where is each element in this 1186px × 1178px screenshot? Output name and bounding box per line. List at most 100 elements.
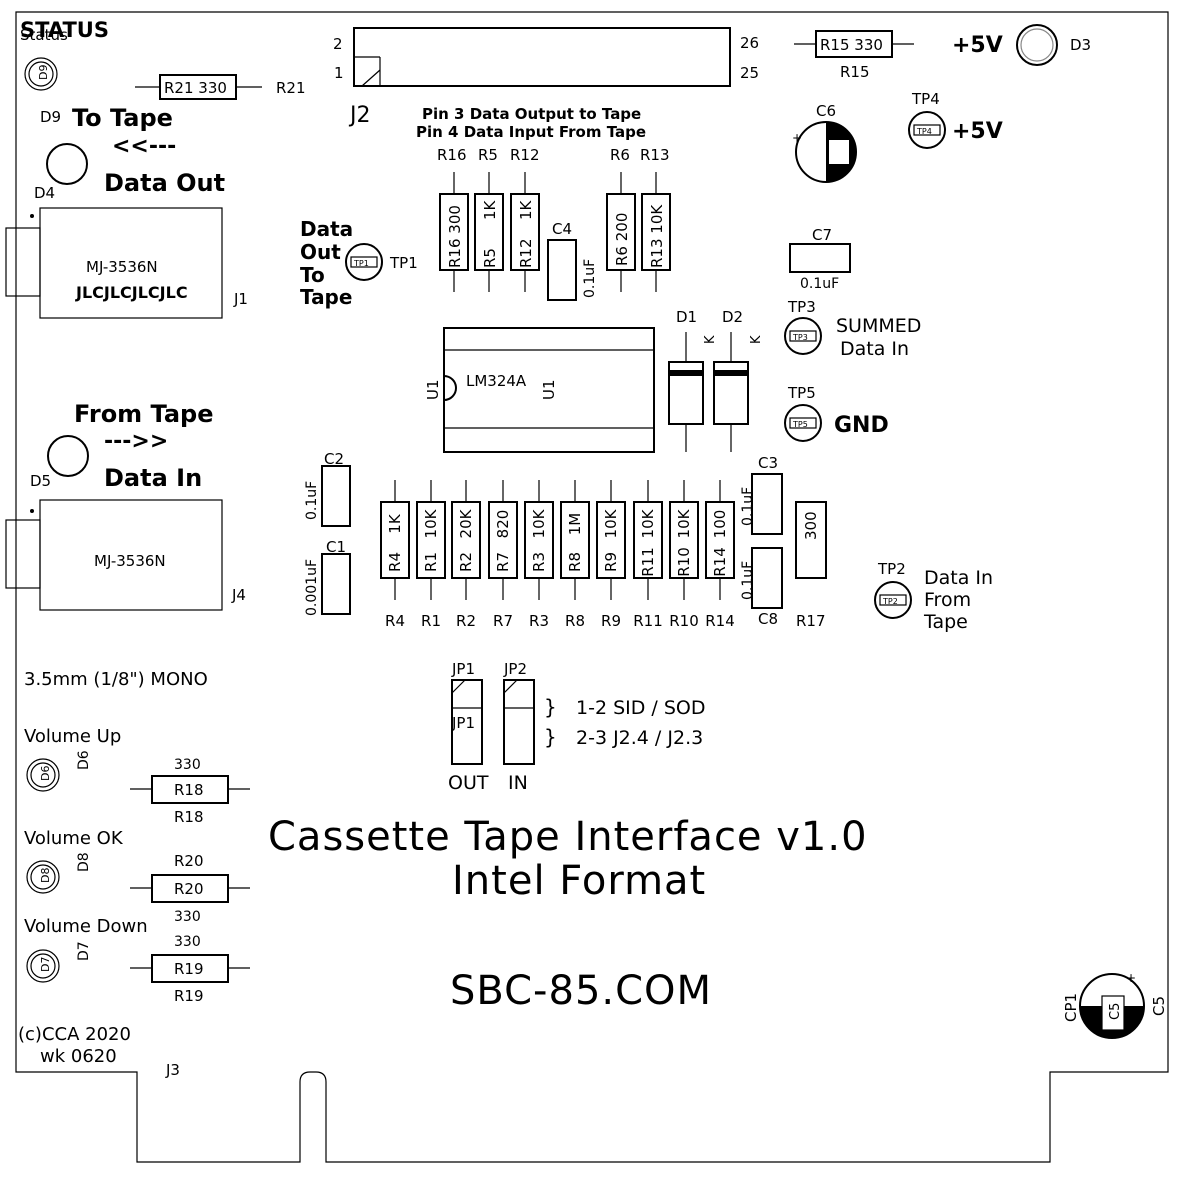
resistor-r16: R16 300 <box>439 172 469 292</box>
cap-c1 <box>321 553 351 615</box>
j2-ref: J2 <box>348 103 371 128</box>
to-tape-label: To Tape <box>72 104 173 132</box>
jlc-mark: JLCJLCJLCJLC <box>75 283 188 302</box>
d8-ref: D8 <box>76 852 92 872</box>
r2-ref: R2 <box>456 612 476 630</box>
j1-ref: J1 <box>233 290 248 308</box>
tp1-inner: TP1 <box>353 259 369 268</box>
tp4-inner: TP4 <box>916 127 932 136</box>
d3-ref: D3 <box>1070 36 1091 54</box>
u1-ref-a: U1 <box>424 379 442 400</box>
r3-val: 10K <box>530 508 548 538</box>
tp1-label-1: Data <box>300 217 353 241</box>
pin3-note: Pin 3 Data Output to Tape <box>422 105 641 123</box>
header-j2 <box>353 27 731 87</box>
c2-ref: C2 <box>324 450 344 468</box>
tp3-inner: TP3 <box>792 333 808 342</box>
r14-ref: R14 <box>705 612 735 630</box>
c5-ref: C5 <box>1150 996 1168 1016</box>
r2-body: R2 <box>457 552 475 572</box>
d9-inner: D9 <box>37 65 50 80</box>
tp2-label-2: From <box>924 589 971 611</box>
r19-val: 330 <box>174 934 201 950</box>
testpoint-tp1 <box>345 243 383 281</box>
mono-label: 3.5mm (1/8") MONO <box>24 669 208 690</box>
data-in-label: Data In <box>104 464 202 492</box>
j2-pin26: 26 <box>740 34 759 52</box>
d2-ref: D2 <box>722 308 743 326</box>
r19-ref: R19 <box>174 987 204 1005</box>
r8-val: 1M <box>566 513 584 536</box>
d6-ref: D6 <box>76 750 92 770</box>
r17-val: 300 <box>802 511 820 540</box>
status-label: STATUS <box>20 18 109 42</box>
tp3-ref: TP3 <box>787 298 816 316</box>
c2-val: 0.1uF <box>304 481 320 520</box>
d6-inner: D6 <box>39 766 52 781</box>
cap-c4 <box>547 239 577 301</box>
tp2-label-3: Tape <box>923 611 968 633</box>
r6-body: R6 200 <box>613 213 631 266</box>
c4-ref: C4 <box>552 220 572 238</box>
r16-ref: R16 <box>437 146 467 164</box>
r4-ref: R4 <box>385 612 405 630</box>
summed-1: SUMMED <box>836 315 921 337</box>
d8-inner: D8 <box>39 868 52 883</box>
cap-c2 <box>321 465 351 527</box>
led-d4 <box>46 143 88 185</box>
j3-ref: J3 <box>165 1061 180 1079</box>
c8-val: 0.1uF <box>740 561 756 600</box>
r11-ref: R11 <box>633 612 663 630</box>
r16-body: R16 300 <box>446 205 464 268</box>
r13-body: R13 10K <box>648 204 666 268</box>
jp1-inner: JP1 <box>451 714 475 732</box>
c7-val: 0.1uF <box>800 276 839 292</box>
r20-top: R20 <box>174 852 204 870</box>
r10-body: R10 <box>675 547 693 577</box>
c3-val: 0.1uF <box>740 487 756 526</box>
jumper-jp1 <box>451 679 483 765</box>
cp1-ref: CP1 <box>1062 993 1080 1022</box>
jp-out-label: OUT <box>448 772 489 794</box>
r11-body: R11 <box>639 547 657 577</box>
r21-body: R21 330 <box>164 79 227 97</box>
r2-val: 20K <box>457 508 475 538</box>
d9-ref: D9 <box>40 108 61 126</box>
r3-body: R3 <box>530 552 548 572</box>
board-outline <box>15 11 1169 1163</box>
r20-val: 330 <box>174 909 201 925</box>
c1-val: 0.001uF <box>304 559 320 616</box>
resistor-row: 1KR4R410KR1R120KR2R2820R7R710KR3R31MR8R8… <box>380 480 735 630</box>
resistor-r17 <box>795 501 827 579</box>
j2-pin2: 2 <box>333 35 343 53</box>
volume-up-label: Volume Up <box>24 726 121 747</box>
r1-ref: R1 <box>421 612 441 630</box>
cap-c8 <box>751 547 783 609</box>
r1-val: 10K <box>422 508 440 538</box>
u1-part: LM324A <box>466 372 527 390</box>
volume-down-label: Volume Down <box>24 916 148 937</box>
r15-ref: R15 <box>840 63 870 81</box>
j2-pin25: 25 <box>740 64 759 82</box>
r7-ref: R7 <box>493 612 513 630</box>
gnd-label: GND <box>834 413 889 438</box>
c4-val: 0.1uF <box>582 259 598 298</box>
resistor-r5: 1K R5 <box>474 172 504 292</box>
r15-body: R15 330 <box>820 36 883 54</box>
r9-ref: R9 <box>601 612 621 630</box>
r3-ref: R3 <box>529 612 549 630</box>
r6-ref: R6 <box>610 146 630 164</box>
r11-val: 10K <box>639 508 657 538</box>
r4-val: 1K <box>386 513 404 534</box>
r14-val: 100 <box>711 510 729 539</box>
d5-ref: D5 <box>30 472 51 490</box>
tp1-label-4: Tape <box>300 285 352 309</box>
pin4-note: Pin 4 Data Input From Tape <box>416 123 646 141</box>
testpoint-tp2 <box>874 581 912 619</box>
jp-in-label: IN <box>508 772 528 794</box>
d1-ref: D1 <box>676 308 697 326</box>
